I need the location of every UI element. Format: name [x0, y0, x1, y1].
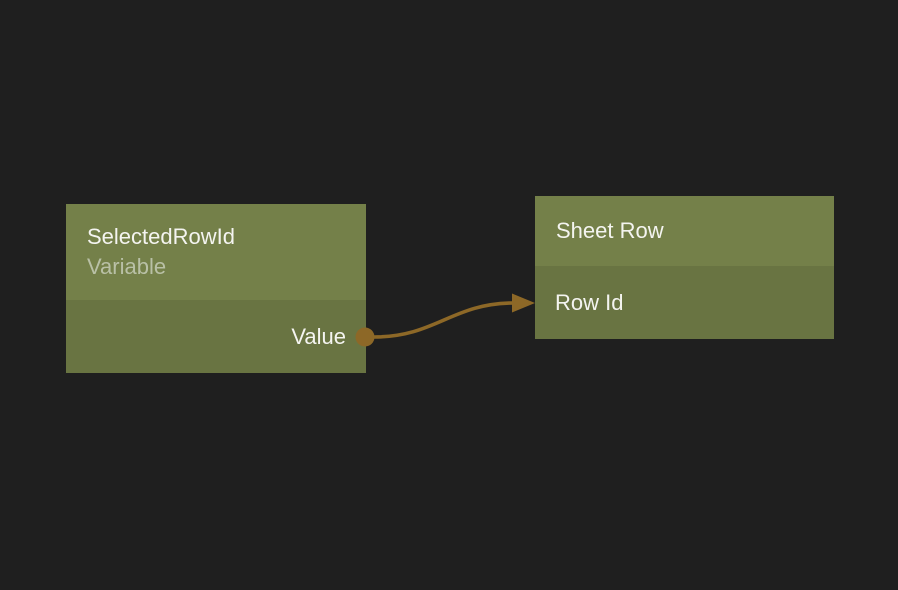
input-port-label: Row Id — [555, 289, 624, 315]
connection-wire[interactable] — [372, 301, 516, 339]
node-subtitle: Variable — [87, 254, 167, 279]
node-selectedrowid[interactable]: SelectedRowId Variable Value — [66, 204, 366, 373]
node-selectedrowid-body: Value — [66, 300, 366, 373]
node-sheet-row-body: Row Id — [535, 266, 834, 339]
node-selectedrowid-header[interactable]: SelectedRowId Variable — [66, 204, 366, 300]
output-port-label: Value — [291, 323, 346, 349]
node-sheet-row[interactable]: Sheet Row Row Id — [535, 196, 834, 339]
node-title: SelectedRowId — [87, 224, 235, 249]
node-title: Sheet Row — [556, 218, 664, 243]
output-port-row-value: Value — [66, 322, 366, 352]
input-port-row-rowid: Row Id — [535, 288, 834, 318]
node-sheet-row-header[interactable]: Sheet Row — [535, 196, 834, 266]
connection-arrowhead-icon — [512, 293, 535, 313]
